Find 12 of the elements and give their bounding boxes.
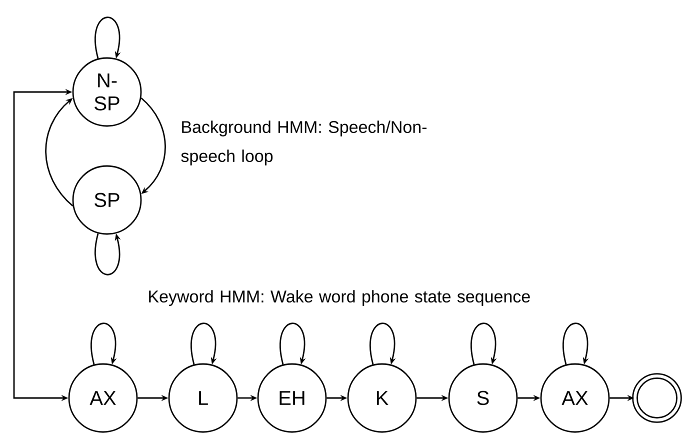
- label-text: Background HMM: Speech/Non-speech loop: [181, 120, 427, 166]
- final-state-circle: [632, 373, 682, 423]
- self-loop-arrow: [90, 322, 117, 365]
- self-loop-arrow: [562, 322, 589, 365]
- self-loop-arrow: [370, 322, 396, 365]
- arc-arrow: [140, 98, 166, 194]
- label-text: Keyword HMM: Wake word phone state sequence: [149, 290, 530, 306]
- self-loop-arrow: [94, 16, 121, 59]
- self-loop-arrow: [190, 322, 217, 365]
- self-loop-arrow: [470, 322, 497, 365]
- self-loop-arrow: [280, 322, 306, 365]
- arc-arrow: [45, 98, 74, 207]
